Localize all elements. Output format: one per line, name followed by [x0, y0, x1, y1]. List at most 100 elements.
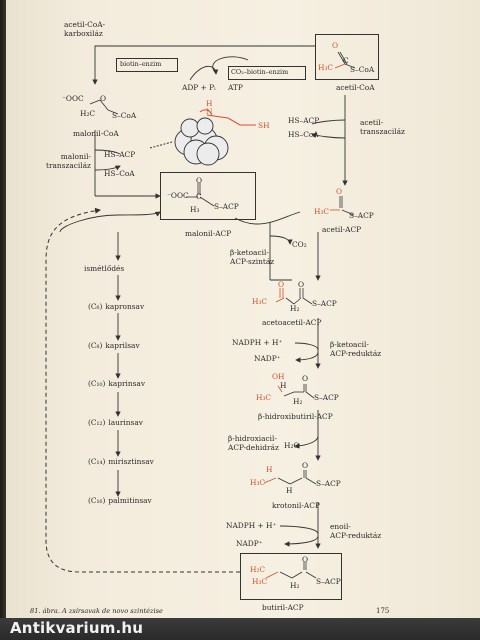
fatty-acid-row: (C₈)kaprilsav [88, 342, 140, 349]
carbon-count: (C₁₂) [88, 418, 106, 427]
atp-label: ATP [228, 83, 243, 92]
acetyl-transacylase-label: acetil- transzaciláz [360, 118, 405, 137]
ketoacyl-synthase-label: β-ketoacil- ACP-szintáz [230, 248, 275, 267]
nadph-label-1: NADPH + H⁺ [232, 338, 283, 347]
acetoacetyl-o2: O [298, 280, 305, 289]
hydroxyacyl-dehydratase-label: β-hidroxiacil- ACP-dehidráz [228, 434, 279, 453]
biotin-enzyme-box [116, 58, 178, 72]
acetoacetyl-acp-label: acetoacetil-ACP [262, 318, 322, 327]
acetyl-coa-box [315, 34, 379, 80]
book-spine [0, 0, 6, 640]
protein-h: H [206, 99, 213, 108]
nadph-label-2: NADPH + H⁺ [226, 521, 277, 530]
malonyl-transacylase-label: malonil- transzaciláz [46, 152, 91, 171]
acetoacetyl-o1: O [278, 280, 285, 289]
acetoacetyl-h2: H₂ [290, 304, 300, 313]
enoyl-reductase-label: enoil- ACP-reduktáz [330, 522, 382, 541]
carbon-count: (C₁₆) [88, 496, 106, 505]
protein-sh: SH [258, 121, 270, 130]
watermark-bar: Antikvarium.hu [0, 618, 480, 640]
malonyl-acp-o: O [196, 176, 203, 185]
fatty-acid-row: (C₆)kapronsav [88, 303, 144, 310]
acid-name: laurinsav [108, 418, 143, 427]
butyryl-h2: H₂ [290, 581, 300, 590]
carbon-count: (C₆) [88, 302, 103, 311]
hs-coa-label-2: HS–CoA [288, 130, 319, 139]
malonyl-coa-h2c: H₂C [80, 109, 96, 118]
malonyl-acp-label: malonil-ACP [185, 229, 232, 238]
malonyl-acp-h3: H₃ [190, 205, 200, 214]
carboxylase-label: acetil-CoA- karboxiláz [64, 20, 106, 39]
malonyl-acp-box [160, 172, 256, 220]
malonyl-acp-c: C [196, 192, 202, 201]
adp-pi-label: ADP + Pᵢ [182, 83, 216, 92]
crotonyl-h2: H [286, 486, 293, 495]
hs-acp-label-1: HS–ACP [104, 150, 136, 159]
hydroxy-oh: OH [272, 372, 285, 381]
co2-biotin-box [228, 66, 306, 80]
butyryl-acp-box [240, 553, 342, 600]
malonyl-coa-o: O [100, 94, 107, 103]
acetyl-coa-c: C [343, 56, 349, 65]
nadp-label-1: NADP⁺ [254, 354, 281, 363]
biotin-enzyme-label: biotin–enzim [120, 60, 162, 68]
acetyl-acp-sacp: S–ACP [349, 211, 374, 220]
acetoacetyl-h3c: H₃C [252, 297, 268, 306]
malonyl-acp-ooc: ⁻OOC [167, 191, 189, 200]
co2-label: CO₂ [292, 240, 307, 249]
repeat-label: ismétlődés [84, 264, 125, 273]
acetyl-coa-h3c: H₃C [318, 63, 334, 72]
carbon-count: (C₁₄) [88, 457, 106, 466]
acetoacetyl-sacp: S–ACP [312, 299, 337, 308]
hs-acp-label-2: HS–ACP [288, 116, 320, 125]
malonyl-coa-label: malonil-CoA [73, 129, 119, 138]
hydroxy-sacp: S–ACP [314, 393, 339, 402]
acid-name: kaprilsav [105, 341, 140, 350]
acid-name: kapronsav [105, 302, 145, 311]
fatty-acid-row: (C₁₀)kaprinsav [88, 380, 145, 387]
hs-coa-label-1: HS–CoA [104, 169, 135, 178]
hydroxy-h: H [280, 381, 287, 390]
crotonyl-h3c: H₃C [250, 478, 266, 487]
malonyl-coa-scoa: S–CoA [112, 111, 137, 120]
hydroxybutyryl-acp-label: β-hidroxibutiril-ACP [258, 412, 333, 421]
h2o-label: H₂O [284, 441, 300, 450]
butyryl-h2c: H₂C [250, 565, 266, 574]
nadp-label-2: NADP⁺ [236, 539, 263, 548]
figure-caption: 81. ábra. A zsírsavak de novo szintézise [30, 607, 163, 615]
butyryl-sacp: S–ACP [316, 577, 341, 586]
acid-name: mirisztinsav [108, 457, 154, 466]
fatty-acid-row: (C₁₄)mirisztinsav [88, 458, 154, 465]
hydroxy-h2: H₂ [293, 397, 303, 406]
watermark-text: Antikvarium.hu [10, 619, 144, 637]
malonyl-coa-ooc: ⁻OOC [62, 94, 84, 103]
butyryl-o: O [302, 555, 309, 564]
fatty-acid-row: (C₁₂)laurinsav [88, 419, 143, 426]
fatty-acid-row: (C₁₆)palmitinsav [88, 497, 152, 504]
carbon-count: (C₁₀) [88, 379, 106, 388]
crotonyl-acp-label: krotonil-ACP [272, 501, 320, 510]
ketoacyl-reductase-label: β-ketoacil- ACP-reduktáz [330, 340, 382, 359]
malonyl-acp-sacp: S–ACP [214, 202, 239, 211]
butyryl-h3c: H₃C [252, 577, 268, 586]
hydroxy-h3c: H₃C [256, 393, 272, 402]
crotonyl-h: H [266, 465, 273, 474]
acetyl-coa-scoa: S–CoA [350, 65, 375, 74]
carbon-count: (C₈) [88, 341, 103, 350]
crotonyl-sacp: S–ACP [316, 479, 341, 488]
acetyl-acp-h3c: H₃C [314, 207, 330, 216]
acetyl-acp-o: O [336, 187, 343, 196]
crotonyl-o: O [302, 461, 309, 470]
acetyl-acp-label: acetil-ACP [322, 225, 362, 234]
acetyl-coa-label: acetil-CoA [336, 83, 375, 92]
hydroxy-o: O [302, 374, 309, 383]
acid-name: palmitinsav [108, 496, 152, 505]
acetyl-coa-o: O [332, 41, 339, 50]
acid-name: kaprinsav [108, 379, 146, 388]
co2-biotin-label: CO₂–biotin–enzim [231, 68, 289, 76]
butyryl-acp-label: butiril-ACP [262, 603, 304, 612]
protein-n: N [206, 107, 213, 116]
page-number: 175 [376, 607, 390, 615]
